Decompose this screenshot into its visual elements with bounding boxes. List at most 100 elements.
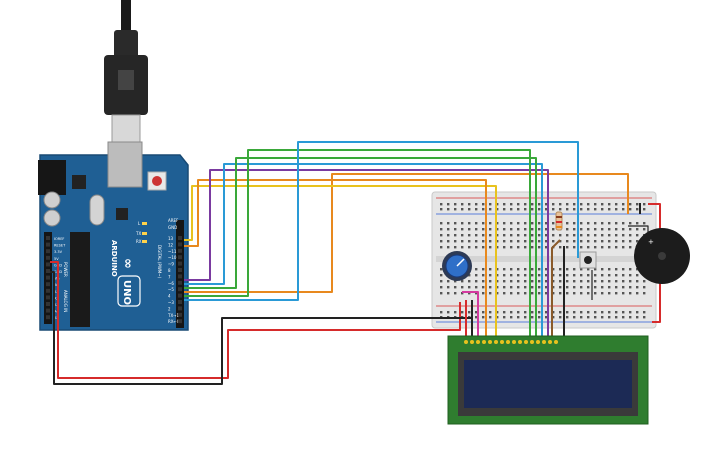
power-pin-socket[interactable] — [46, 288, 50, 293]
breadboard-hole[interactable] — [503, 246, 506, 249]
breadboard-hole[interactable] — [482, 292, 485, 295]
breadboard-hole[interactable] — [440, 228, 443, 231]
breadboard-hole[interactable] — [496, 234, 499, 237]
breadboard-hole[interactable] — [587, 203, 590, 206]
breadboard-hole[interactable] — [475, 246, 478, 249]
breadboard-hole[interactable] — [608, 280, 611, 283]
breadboard-hole[interactable] — [587, 240, 590, 243]
breadboard-hole[interactable] — [601, 274, 604, 277]
digital-pin-socket[interactable] — [178, 280, 182, 285]
arduino-board[interactable]: ∞ ARDUINO UNO L TX RX 1312~11~10~987~6~5… — [38, 141, 189, 331]
breadboard-hole[interactable] — [496, 311, 499, 314]
breadboard-hole[interactable] — [496, 228, 499, 231]
power-pin-socket[interactable] — [46, 302, 50, 306]
breadboard-hole[interactable] — [594, 286, 597, 289]
breadboard-hole[interactable] — [503, 292, 506, 295]
power-pin-socket[interactable] — [46, 295, 50, 300]
digital-pin-socket[interactable] — [178, 274, 182, 279]
breadboard-hole[interactable] — [517, 268, 520, 271]
breadboard-hole[interactable] — [587, 280, 590, 283]
breadboard-hole[interactable] — [503, 268, 506, 271]
breadboard-hole[interactable] — [545, 268, 548, 271]
breadboard-hole[interactable] — [643, 316, 646, 319]
breadboard-hole[interactable] — [496, 316, 499, 319]
breadboard-hole[interactable] — [594, 208, 597, 211]
breadboard-hole[interactable] — [524, 316, 527, 319]
breadboard-hole[interactable] — [587, 274, 590, 277]
digital-pin-socket[interactable] — [178, 287, 182, 292]
breadboard-hole[interactable] — [503, 280, 506, 283]
breadboard-hole[interactable] — [538, 222, 541, 225]
breadboard-hole[interactable] — [566, 280, 569, 283]
breadboard-hole[interactable] — [489, 240, 492, 243]
piezo-buzzer[interactable]: + — [634, 228, 690, 284]
breadboard-hole[interactable] — [447, 311, 450, 314]
breadboard-hole[interactable] — [489, 208, 492, 211]
breadboard-hole[interactable] — [608, 208, 611, 211]
breadboard-hole[interactable] — [552, 203, 555, 206]
breadboard-hole[interactable] — [587, 208, 590, 211]
breadboard-hole[interactable] — [636, 240, 639, 243]
breadboard-hole[interactable] — [538, 286, 541, 289]
breadboard-hole[interactable] — [447, 292, 450, 295]
breadboard-hole[interactable] — [622, 316, 625, 319]
breadboard-hole[interactable] — [454, 222, 457, 225]
breadboard-hole[interactable] — [608, 246, 611, 249]
breadboard-hole[interactable] — [517, 286, 520, 289]
breadboard-hole[interactable] — [615, 240, 618, 243]
breadboard-hole[interactable] — [601, 311, 604, 314]
breadboard-hole[interactable] — [482, 222, 485, 225]
breadboard-hole[interactable] — [608, 286, 611, 289]
lcd-pin[interactable] — [488, 340, 492, 344]
breadboard-hole[interactable] — [482, 246, 485, 249]
breadboard-hole[interactable] — [552, 208, 555, 211]
potentiometer[interactable] — [442, 251, 472, 281]
push-button-cap[interactable] — [584, 256, 592, 264]
breadboard-hole[interactable] — [643, 292, 646, 295]
breadboard-hole[interactable] — [496, 286, 499, 289]
breadboard-hole[interactable] — [559, 234, 562, 237]
breadboard-hole[interactable] — [538, 246, 541, 249]
breadboard-hole[interactable] — [552, 240, 555, 243]
breadboard-hole[interactable] — [454, 208, 457, 211]
breadboard-hole[interactable] — [545, 286, 548, 289]
breadboard-hole[interactable] — [538, 311, 541, 314]
breadboard-hole[interactable] — [573, 280, 576, 283]
breadboard-hole[interactable] — [454, 240, 457, 243]
breadboard-hole[interactable] — [538, 240, 541, 243]
breadboard-hole[interactable] — [594, 234, 597, 237]
breadboard-hole[interactable] — [608, 234, 611, 237]
breadboard-hole[interactable] — [587, 316, 590, 319]
breadboard-hole[interactable] — [510, 234, 513, 237]
breadboard-hole[interactable] — [496, 246, 499, 249]
breadboard-hole[interactable] — [454, 228, 457, 231]
breadboard-hole[interactable] — [615, 246, 618, 249]
breadboard-hole[interactable] — [622, 240, 625, 243]
breadboard-hole[interactable] — [489, 292, 492, 295]
breadboard-hole[interactable] — [601, 280, 604, 283]
power-pin-socket[interactable] — [46, 308, 50, 313]
breadboard-hole[interactable] — [615, 316, 618, 319]
breadboard-hole[interactable] — [601, 316, 604, 319]
breadboard-hole[interactable] — [643, 228, 646, 231]
breadboard-hole[interactable] — [447, 246, 450, 249]
breadboard-hole[interactable] — [475, 208, 478, 211]
breadboard-hole[interactable] — [566, 240, 569, 243]
breadboard-hole[interactable] — [601, 208, 604, 211]
digital-pin-socket[interactable] — [178, 248, 182, 253]
lcd-pin[interactable] — [470, 340, 474, 344]
breadboard-hole[interactable] — [629, 222, 632, 225]
breadboard-hole[interactable] — [594, 316, 597, 319]
breadboard-hole[interactable] — [517, 274, 520, 277]
breadboard-hole[interactable] — [636, 292, 639, 295]
breadboard-hole[interactable] — [531, 234, 534, 237]
breadboard-hole[interactable] — [461, 280, 464, 283]
breadboard-hole[interactable] — [538, 280, 541, 283]
breadboard-hole[interactable] — [566, 268, 569, 271]
breadboard-hole[interactable] — [587, 292, 590, 295]
breadboard-hole[interactable] — [482, 274, 485, 277]
breadboard-hole[interactable] — [510, 203, 513, 206]
breadboard-hole[interactable] — [545, 280, 548, 283]
breadboard-hole[interactable] — [566, 234, 569, 237]
power-pin-socket[interactable] — [46, 242, 50, 247]
